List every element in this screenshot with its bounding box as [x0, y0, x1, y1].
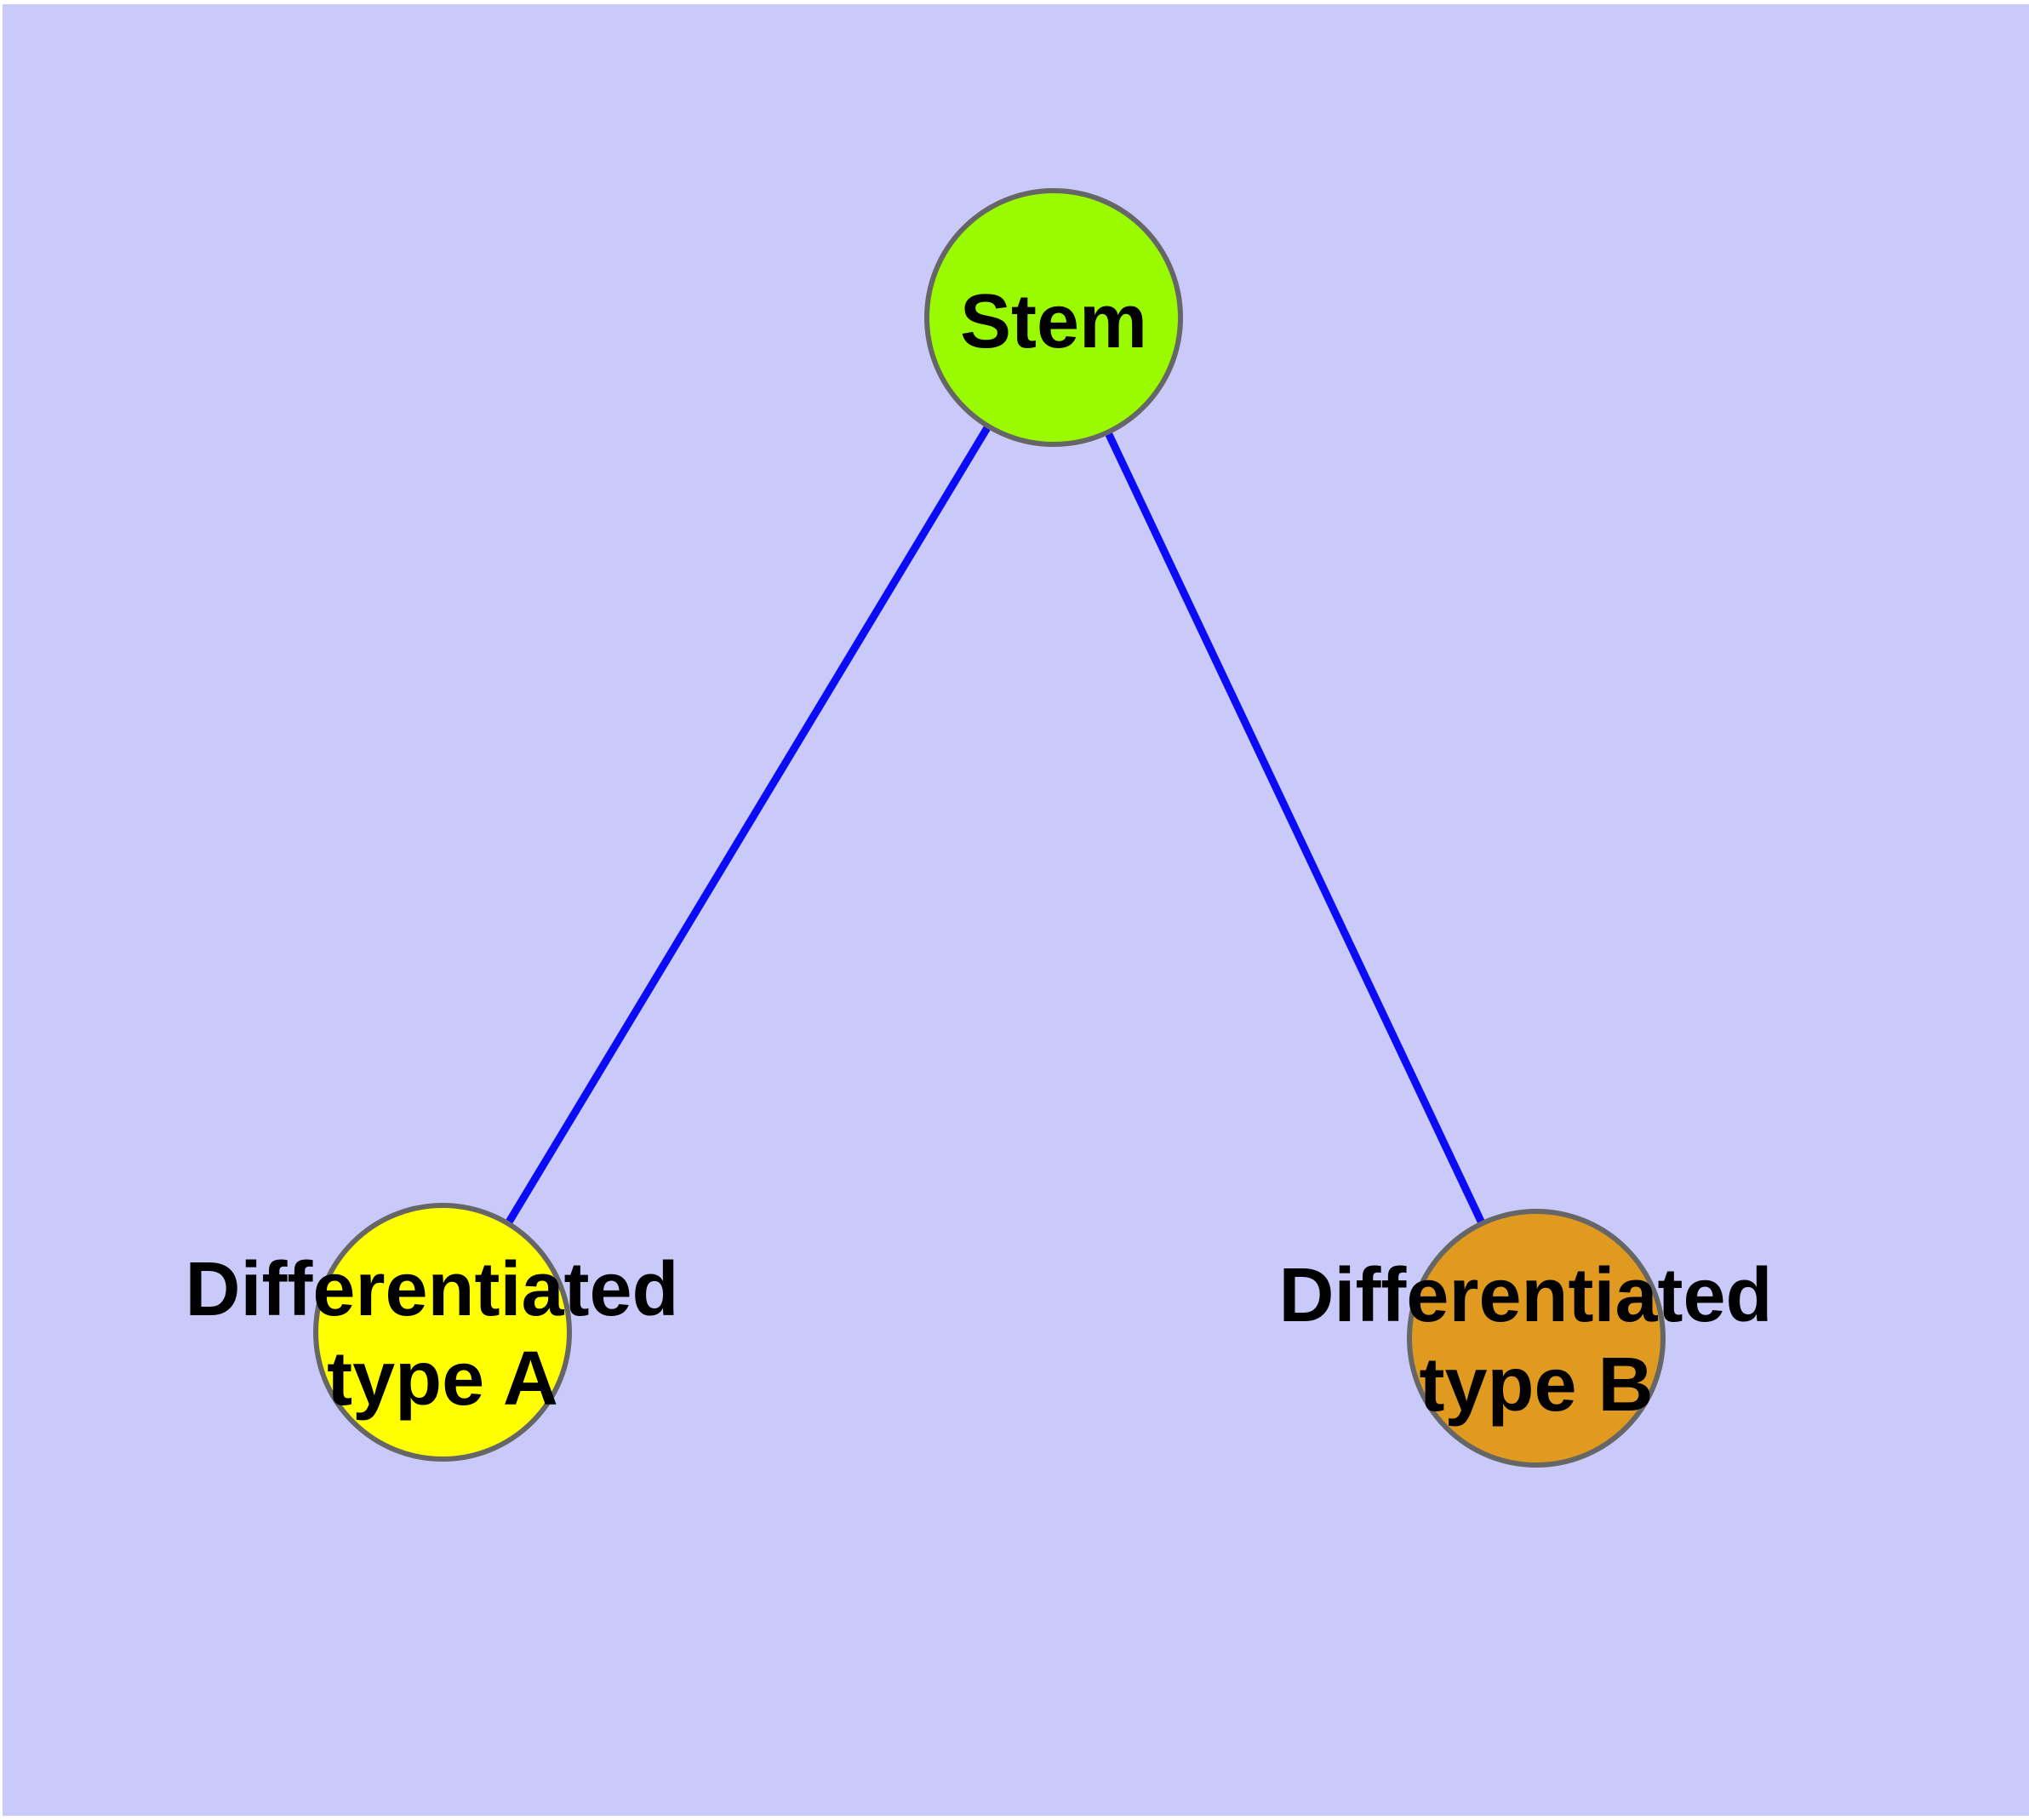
edge-stem-to-type-b: [1049, 316, 1540, 1340]
node-type-a-label: Differentiated type A: [185, 1247, 700, 1422]
node-type-a-label-line1: Differentiated: [185, 1247, 678, 1332]
node-type-b-label: Differentiated type B: [1278, 1253, 1793, 1428]
node-stem-label: Stem: [960, 279, 1147, 364]
node-type-a-label-line2: type A: [327, 1336, 558, 1422]
node-type-b-label-line2: type B: [1419, 1342, 1653, 1428]
node-stem: [924, 188, 1183, 447]
node-differentiated-type-b: [1407, 1209, 1666, 1468]
node-type-b-label-line1: Differentiated: [1278, 1253, 1772, 1338]
edge-stem-to-type-a: [439, 315, 1057, 1335]
node-differentiated-type-a: [313, 1203, 572, 1462]
